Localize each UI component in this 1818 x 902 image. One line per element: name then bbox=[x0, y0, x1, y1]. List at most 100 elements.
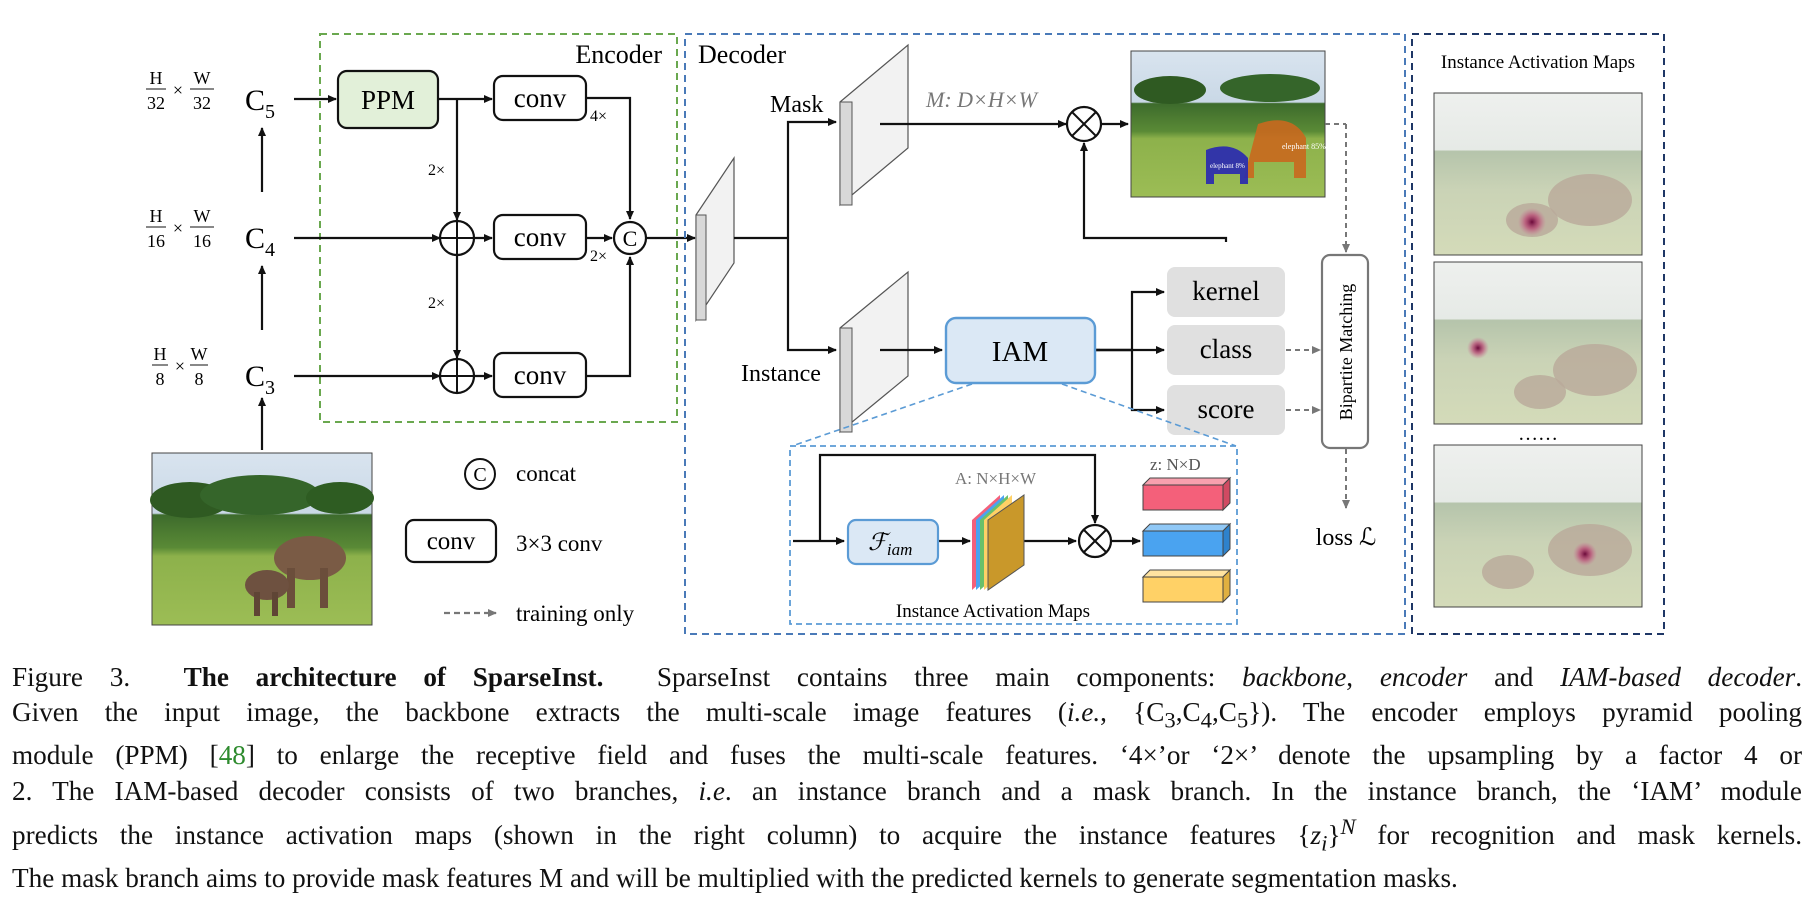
svg-text:PPM: PPM bbox=[361, 85, 415, 115]
mask-branch-label: Mask bbox=[770, 92, 823, 118]
caption-line-5: predicts the instance activation maps (s… bbox=[12, 814, 1802, 856]
svg-text:conv: conv bbox=[514, 360, 567, 390]
upsample-2x-c: 2× bbox=[428, 295, 445, 312]
zoom-guide-right bbox=[1061, 383, 1237, 447]
caption-line-4: 2. The IAM-based decoder consists of two… bbox=[12, 775, 1802, 806]
svg-text:H: H bbox=[154, 344, 167, 364]
upsample-2x-a: 2× bbox=[428, 162, 445, 179]
svg-text:score: score bbox=[1198, 394, 1255, 424]
caption-line-6: The mask branch aims to provide mask fea… bbox=[12, 862, 1458, 893]
svg-text:8: 8 bbox=[195, 369, 204, 389]
svg-text:W: W bbox=[191, 344, 208, 364]
loss-label: loss ℒ bbox=[1316, 525, 1377, 551]
decoder-title: Decoder bbox=[698, 40, 786, 69]
c5-label: C5 bbox=[245, 84, 275, 123]
svg-text:C: C bbox=[623, 226, 638, 251]
encoder-output-feature bbox=[695, 156, 735, 322]
svg-text:H: H bbox=[150, 206, 163, 226]
svg-text:elephant 85%: elephant 85% bbox=[1282, 142, 1326, 151]
sum-node-c4 bbox=[438, 219, 476, 257]
feature-bar-yellow bbox=[1141, 568, 1232, 604]
svg-text:32: 32 bbox=[193, 93, 211, 113]
citation-link[interactable]: 48 bbox=[218, 740, 246, 771]
svg-text:conv: conv bbox=[514, 222, 567, 252]
legend: C concat conv 3×3 conv training only bbox=[404, 458, 635, 626]
svg-text:elephant 8%: elephant 8% bbox=[1210, 162, 1245, 170]
svg-text:kernel: kernel bbox=[1192, 276, 1259, 306]
upsample-2x-b: 2× bbox=[590, 248, 607, 265]
kernel-box: kernel bbox=[1167, 267, 1285, 317]
svg-text:conv: conv bbox=[427, 528, 476, 555]
multiply-node-iam bbox=[1077, 523, 1113, 559]
svg-text:×: × bbox=[175, 356, 185, 376]
svg-text:H: H bbox=[150, 68, 163, 88]
bipartite-matching-box: Bipartite Matching bbox=[1320, 253, 1370, 450]
legend-training-only: training only bbox=[444, 601, 635, 626]
caption-line-2: Given the input image, the backbone extr… bbox=[12, 697, 1803, 733]
conv-block-c5: conv bbox=[492, 74, 588, 122]
iam-detail-arrows bbox=[793, 453, 1141, 545]
svg-text:training only: training only bbox=[516, 601, 635, 626]
conv-block-c3: conv bbox=[492, 351, 588, 399]
decoder-arrows bbox=[734, 118, 1228, 414]
encoder-arrows bbox=[294, 95, 696, 380]
segmentation-output-image: elephant 85% elephant 8% bbox=[1130, 50, 1326, 198]
activation-map-2 bbox=[1433, 261, 1643, 425]
conv-block-c4: conv bbox=[492, 213, 588, 261]
caption-title: The architecture of SparseInst. bbox=[183, 662, 604, 692]
feature-bar-blue bbox=[1141, 522, 1232, 558]
activation-map-stack bbox=[972, 494, 1025, 591]
iam-block: IAM bbox=[944, 316, 1097, 385]
backbone-levels: H 32 × W 32 H 16 × W 16 H 8 × W 8 C5 bbox=[146, 68, 275, 399]
svg-text:×: × bbox=[173, 80, 183, 100]
svg-text:conv: conv bbox=[514, 83, 567, 113]
legend-conv: conv 3×3 conv bbox=[404, 518, 603, 564]
upsample-4x: 4× bbox=[590, 108, 607, 125]
c4-label: C4 bbox=[245, 222, 275, 261]
svg-text:concat: concat bbox=[516, 461, 577, 486]
svg-text:×: × bbox=[173, 218, 183, 238]
caption-line-1: Figure 3. The architecture of SparseInst… bbox=[12, 662, 1803, 692]
svg-text:ℱiam: ℱiam bbox=[868, 530, 912, 559]
decoder-box bbox=[684, 33, 1406, 635]
caption-line-3: module (PPM) [48] to enlarge the recepti… bbox=[12, 740, 1803, 771]
svg-text:8: 8 bbox=[156, 369, 165, 389]
feature-bar-red bbox=[1141, 476, 1232, 512]
svg-text:W: W bbox=[194, 206, 211, 226]
svg-text:C: C bbox=[473, 464, 486, 486]
iam-detail-caption: Instance Activation Maps bbox=[896, 601, 1090, 622]
sum-node-c3 bbox=[438, 357, 476, 395]
scale-label-c3: H 8 × W 8 bbox=[152, 344, 208, 389]
encoder-title: Encoder bbox=[575, 40, 662, 69]
f-iam-block: ℱiam bbox=[846, 518, 940, 566]
mask-feature-slab bbox=[839, 43, 909, 207]
svg-text:Bipartite Matching: Bipartite Matching bbox=[1336, 284, 1356, 420]
zoom-guide-left bbox=[791, 383, 973, 447]
ppm-block: PPM bbox=[336, 69, 440, 130]
scale-label-c4: H 16 × W 16 bbox=[146, 206, 214, 251]
input-image bbox=[150, 452, 374, 626]
figure-caption: Figure 3. The architecture of SparseInst… bbox=[12, 660, 1802, 896]
class-box: class bbox=[1167, 325, 1285, 375]
mask-feature-label: M: D×H×W bbox=[925, 87, 1039, 112]
scale-label-c5: H 32 × W 32 bbox=[146, 68, 214, 113]
iam-column-title: Instance Activation Maps bbox=[1441, 52, 1635, 73]
instance-feature-label: z: N×D bbox=[1150, 455, 1201, 474]
c3-label: C3 bbox=[245, 360, 275, 399]
concat-node: C bbox=[612, 220, 648, 256]
svg-text:3×3 conv: 3×3 conv bbox=[516, 531, 603, 556]
score-box: score bbox=[1167, 385, 1285, 435]
svg-text:16: 16 bbox=[147, 231, 165, 251]
svg-text:32: 32 bbox=[147, 93, 165, 113]
svg-text:IAM: IAM bbox=[992, 336, 1048, 368]
instance-branch-label: Instance bbox=[741, 361, 821, 387]
svg-text:16: 16 bbox=[193, 231, 211, 251]
instance-feature-bars bbox=[1141, 476, 1232, 604]
instance-feature-slab bbox=[839, 270, 909, 434]
legend-concat: C concat bbox=[464, 458, 577, 490]
activation-map-1 bbox=[1433, 92, 1643, 256]
svg-text:W: W bbox=[194, 68, 211, 88]
activation-map-label: A: N×H×W bbox=[955, 469, 1037, 488]
encoder-box bbox=[319, 33, 678, 423]
architecture-diagram: H 32 × W 32 H 16 × W 16 H 8 × W 8 C5 bbox=[146, 33, 1665, 635]
